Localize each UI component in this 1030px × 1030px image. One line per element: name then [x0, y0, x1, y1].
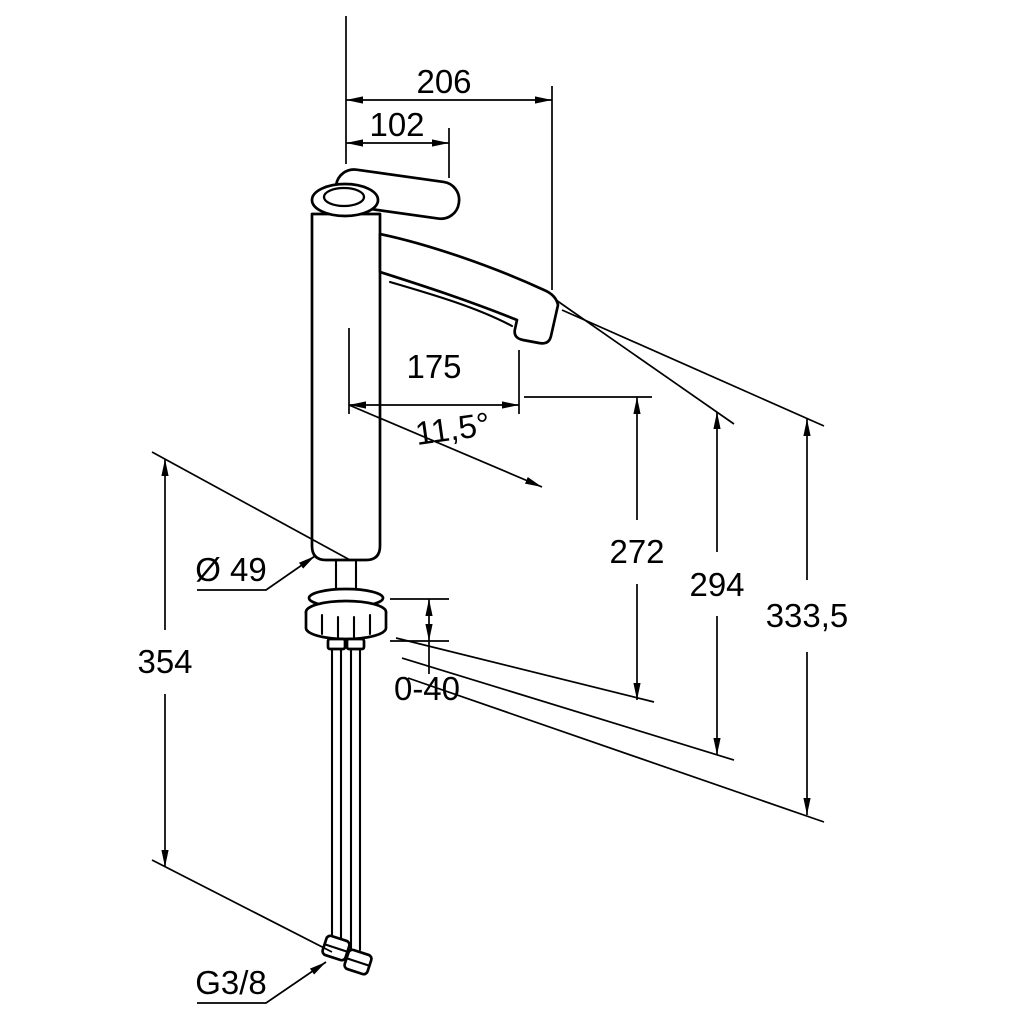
dim-overall-reach-label: 206	[416, 63, 471, 100]
dimension-annotations: 206 102 175 11,5° 272	[137, 16, 849, 1004]
extension-line	[151, 451, 351, 561]
hose-connector-right	[345, 637, 366, 651]
extension-line	[395, 637, 655, 703]
extension-line	[151, 859, 333, 953]
mounting-nut-body	[304, 610, 388, 641]
extension-line	[407, 677, 825, 823]
spout-underside-line	[388, 280, 514, 328]
callout-base-diameter: Ø 49	[195, 551, 316, 591]
dim-spout-height: 272	[395, 396, 665, 703]
hose-connector-left	[326, 637, 347, 651]
dim-spout-reach-label: 175	[406, 348, 461, 385]
faucet-figure	[304, 168, 560, 976]
dim-spout-angle: 11,5°	[348, 404, 543, 488]
callout-connection-thread-label: G3/8	[195, 964, 267, 1001]
faucet-body	[310, 212, 382, 562]
handle-cap-inner-ring	[322, 186, 366, 208]
dim-hose-length: 354	[137, 451, 351, 953]
leader-line	[197, 555, 316, 591]
callout-base-diameter-label: Ø 49	[195, 551, 267, 588]
faucet-spout	[378, 232, 560, 345]
extension-line	[561, 309, 825, 427]
dim-handle-length-label: 102	[369, 106, 424, 143]
dim-overall-reach: 206	[345, 16, 553, 290]
dim-handle-length: 102	[346, 106, 450, 178]
dim-spout-angle-label: 11,5°	[413, 405, 492, 452]
dim-hose-length-label: 354	[137, 643, 192, 680]
angle-leader-line	[348, 404, 543, 488]
extension-line	[401, 657, 735, 761]
callout-connection-thread: G3/8	[195, 961, 327, 1004]
dim-mounting-range: 0-40	[390, 598, 460, 707]
dim-mounting-range-label: 0-40	[394, 670, 460, 707]
dim-total-height: 333,5	[407, 309, 849, 823]
dim-outlet-height-label: 294	[689, 566, 744, 603]
dim-spout-reach: 175	[348, 328, 520, 414]
leader-line	[197, 961, 327, 1004]
hose-fitting-right	[343, 948, 373, 976]
dim-spout-height-label: 272	[609, 533, 664, 570]
dim-total-height-label: 333,5	[766, 597, 849, 634]
